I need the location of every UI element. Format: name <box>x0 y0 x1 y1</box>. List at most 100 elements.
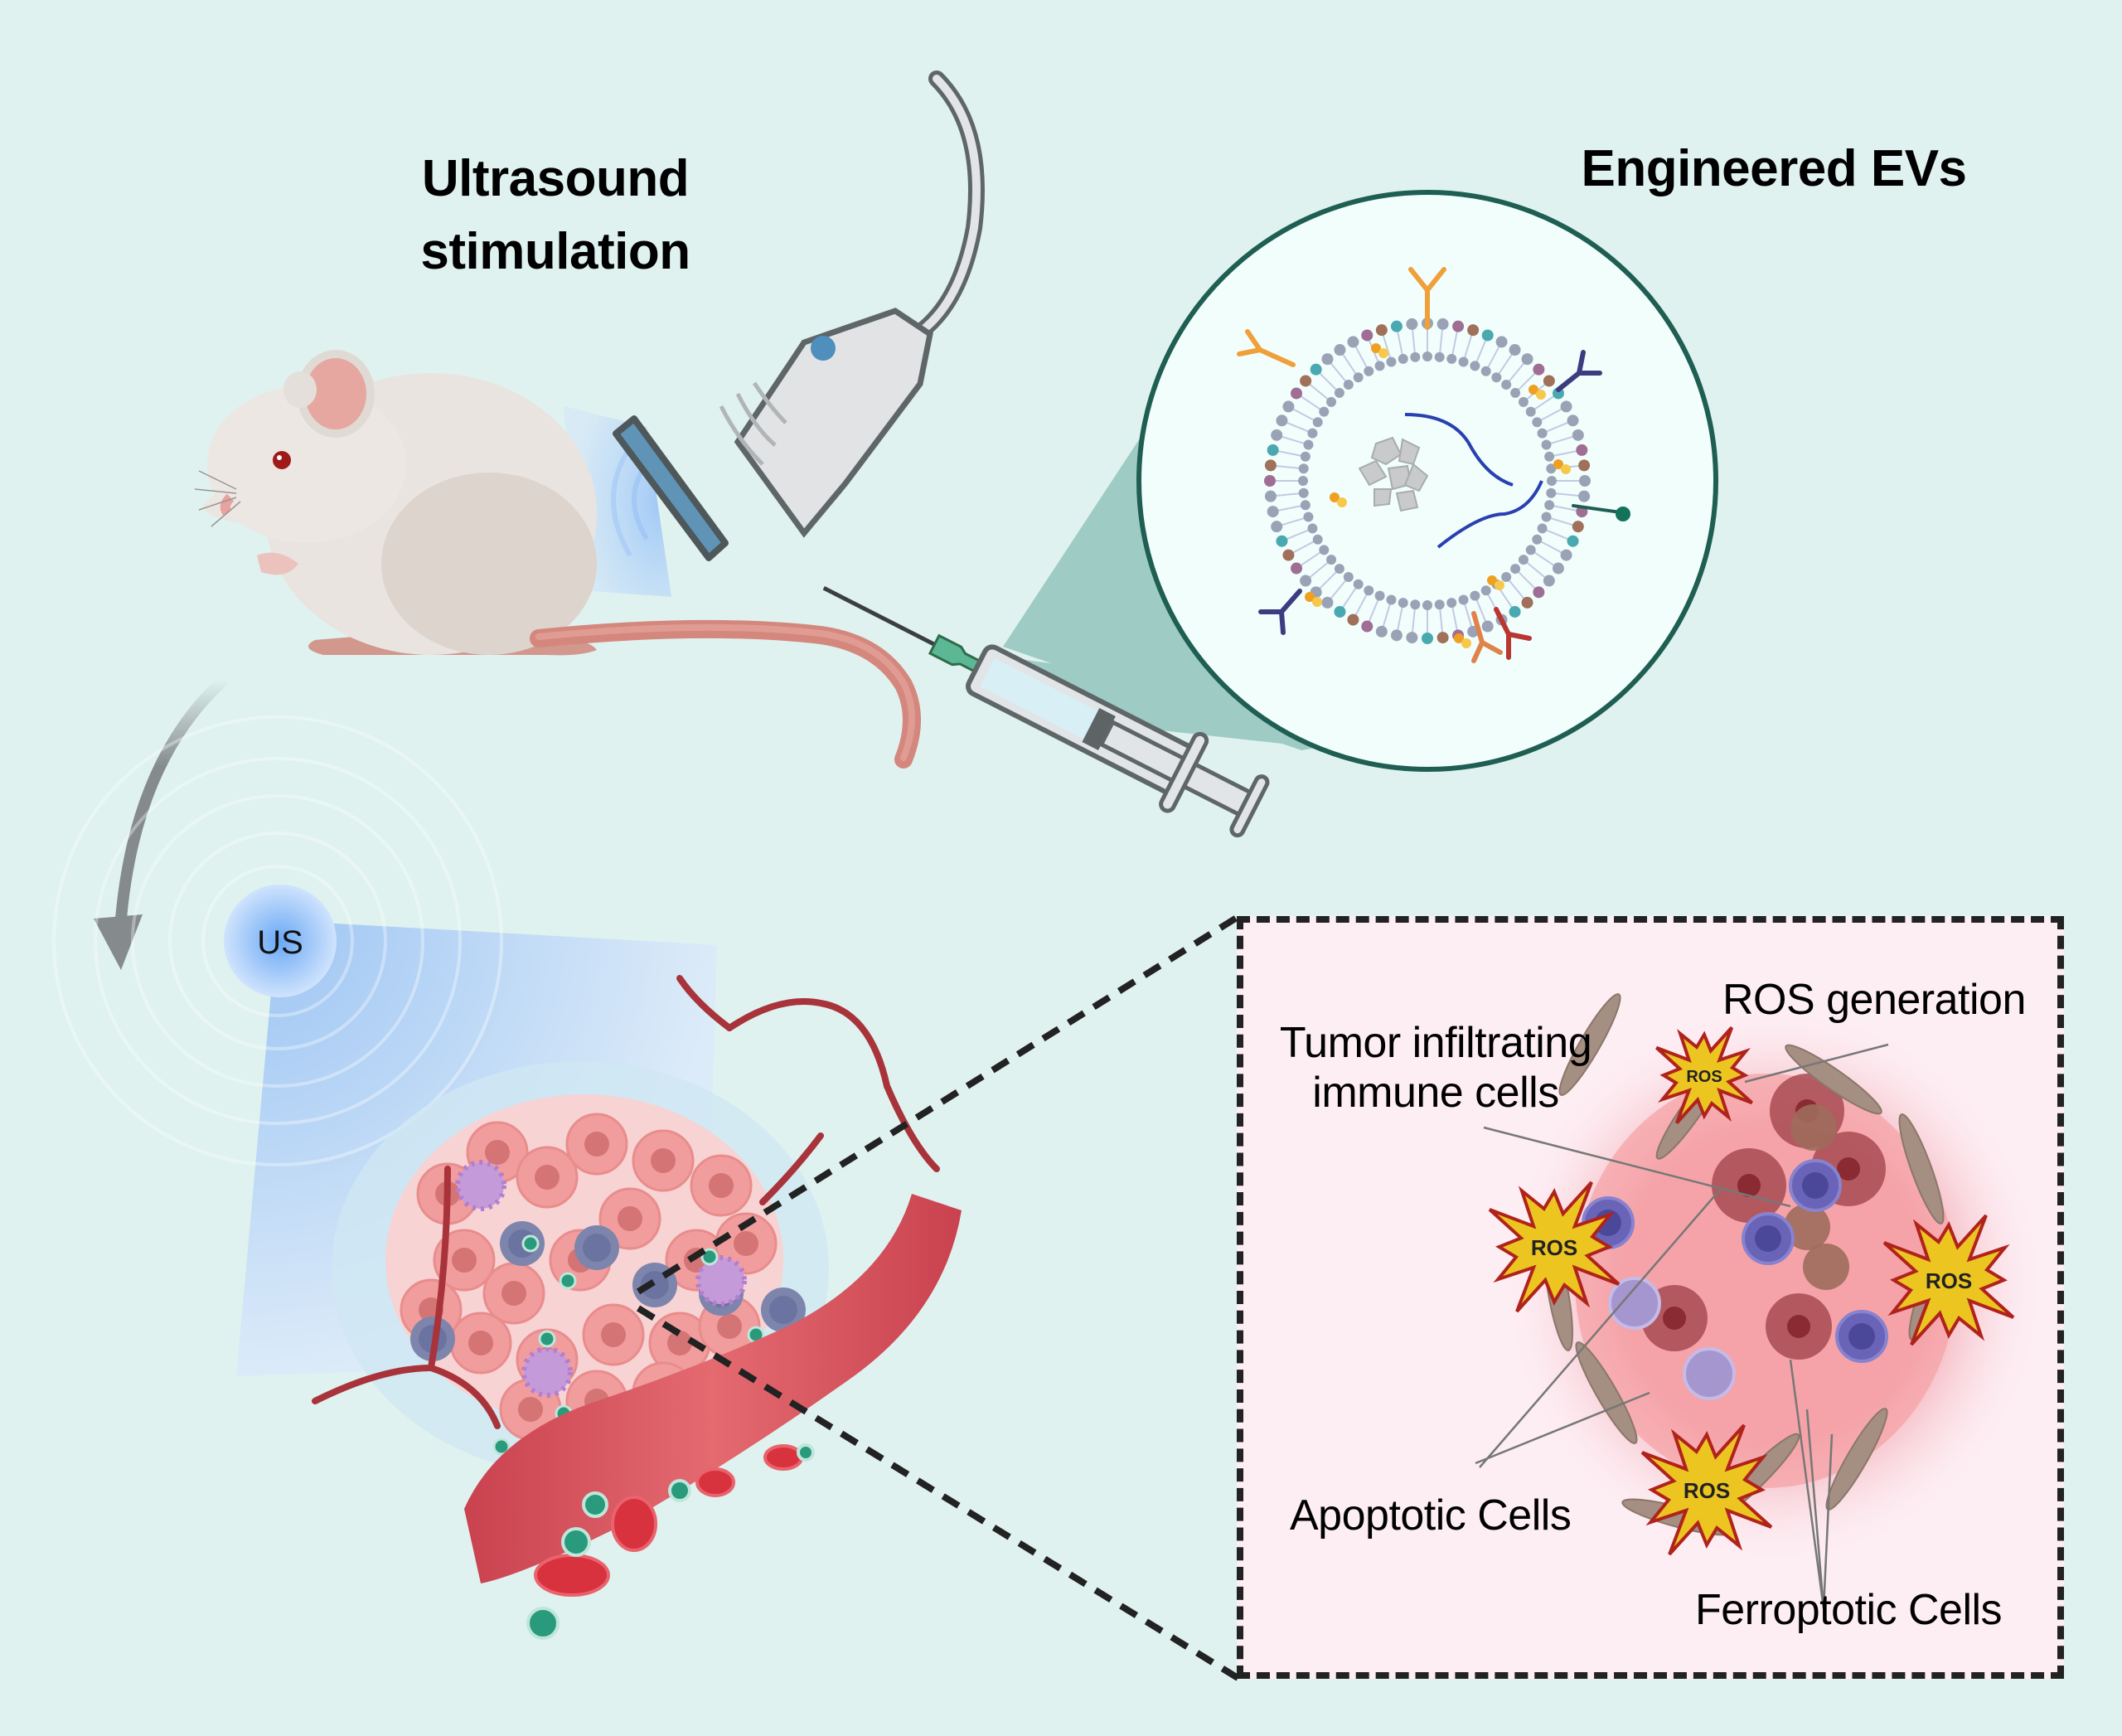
apoptotic-cell <box>1790 1104 1837 1151</box>
dendritic-cell <box>455 1160 506 1211</box>
lipid-head <box>1470 590 1480 601</box>
lipid-head <box>1509 605 1521 618</box>
lymphocyte <box>1683 1347 1736 1400</box>
tumor-infiltrating-line2: immune cells <box>1312 1069 1559 1117</box>
ultrasound-wave-rings <box>52 715 503 1166</box>
lipid-head <box>1291 387 1303 400</box>
lipid-head <box>1300 500 1311 511</box>
lipid-head <box>1546 487 1557 498</box>
cholesterol <box>1312 597 1322 607</box>
ev-cargo-crystals <box>1358 436 1429 512</box>
ev-particles-in-vessel <box>526 1443 815 1640</box>
syringe <box>822 586 1270 838</box>
lipid-head <box>1410 352 1421 362</box>
tumor-cell-nucleus <box>709 1173 734 1198</box>
lipid-head <box>1572 521 1584 533</box>
lipid-head <box>1321 596 1334 609</box>
lipid-head <box>1361 620 1373 633</box>
lipid-head <box>1410 599 1421 610</box>
tumor-cell-nucleus <box>601 1322 626 1347</box>
lipid-head <box>1501 571 1512 582</box>
ultrasound-probe <box>613 70 985 561</box>
ros-burst-label: ROS <box>1926 1268 1972 1293</box>
cholesterol <box>1495 580 1504 590</box>
lipid-head <box>1347 336 1359 348</box>
flow-arrow-head <box>94 914 143 970</box>
lipid-head <box>1276 535 1288 547</box>
ros-burst-label: ROS <box>1684 1478 1730 1503</box>
lipid-head <box>1390 629 1403 642</box>
lipid-head <box>1375 625 1388 638</box>
lipid-head <box>1267 506 1279 518</box>
lipid-head <box>1271 429 1283 441</box>
lipid-head <box>1319 406 1330 417</box>
lipid-head <box>1353 579 1364 589</box>
ros-generation-label: ROS generation <box>1722 976 2026 1024</box>
lipid-head <box>1541 439 1552 450</box>
immune-cell-nucleus <box>1755 1225 1781 1252</box>
lipid-head <box>1334 605 1346 618</box>
lipid-head <box>1390 320 1403 332</box>
ev-rna-strand-1 <box>1404 413 1514 487</box>
lipid-head <box>1321 353 1334 366</box>
lipid-head <box>1312 417 1323 428</box>
ev-particle <box>538 1330 556 1348</box>
lipid-head <box>1501 380 1512 390</box>
lipid-head <box>1543 375 1555 387</box>
tumor-cell-nucleus <box>667 1331 692 1355</box>
cholesterol <box>1454 633 1464 643</box>
label-leader-lines <box>1475 1043 1889 1609</box>
lipid-head <box>1374 590 1385 601</box>
lipid-head <box>1276 415 1288 427</box>
tumor-cell-nucleus <box>485 1140 510 1165</box>
lipid-head <box>1334 564 1344 575</box>
cholesterol <box>1378 348 1388 358</box>
tumor-cell-nucleus <box>717 1314 742 1339</box>
lipid-head <box>1537 523 1548 534</box>
lipid-head <box>1452 320 1465 332</box>
ros-burst <box>1640 1423 1773 1556</box>
lipid-head <box>1386 356 1397 367</box>
cholesterol <box>1561 464 1571 474</box>
cholesterol <box>1371 343 1381 353</box>
cholesterol <box>1305 592 1315 602</box>
lipid-head <box>1480 585 1491 596</box>
lipid-head <box>1312 534 1323 545</box>
lipid-head <box>1567 535 1579 547</box>
lipid-head <box>1291 562 1303 575</box>
fibroblast <box>1785 1044 1882 1115</box>
lipid-head <box>1264 459 1277 472</box>
lipid-head <box>1572 429 1584 441</box>
lipid-head <box>1298 487 1309 498</box>
tumor-vasculature <box>312 975 940 1429</box>
lipid-head <box>1532 417 1543 428</box>
lipid-head <box>1567 415 1579 427</box>
cholesterol <box>1487 575 1497 585</box>
ros-burst <box>1488 1181 1621 1313</box>
lipid-head <box>1518 396 1529 407</box>
lipid-head <box>1375 324 1388 337</box>
lipid-head <box>1343 380 1354 390</box>
ros-burst <box>1655 1026 1753 1124</box>
lipid-head <box>1353 372 1364 383</box>
lipid-head <box>1271 521 1283 533</box>
lipid-head <box>1334 344 1346 356</box>
lipid-head <box>1458 356 1469 367</box>
lipid-head <box>1326 396 1337 407</box>
lipid-head <box>1422 352 1432 361</box>
lipid-head <box>1319 545 1330 555</box>
tumor-cell-nucleus <box>501 1281 526 1306</box>
lipid-head <box>1307 523 1318 534</box>
tumor-cell-nucleus <box>618 1206 642 1231</box>
lipid-head <box>1446 598 1457 609</box>
apoptotic-cell <box>1803 1244 1849 1290</box>
immune-cell-nucleus <box>583 1234 611 1262</box>
lipid-head <box>1267 444 1279 456</box>
tumor-cell-nucleus <box>535 1165 560 1190</box>
lipid-head <box>1343 571 1354 582</box>
lipid-head <box>1467 324 1480 337</box>
us-badge <box>224 885 337 997</box>
ferroptotic-cell-core <box>1787 1315 1810 1338</box>
lipid-head <box>1364 585 1374 596</box>
